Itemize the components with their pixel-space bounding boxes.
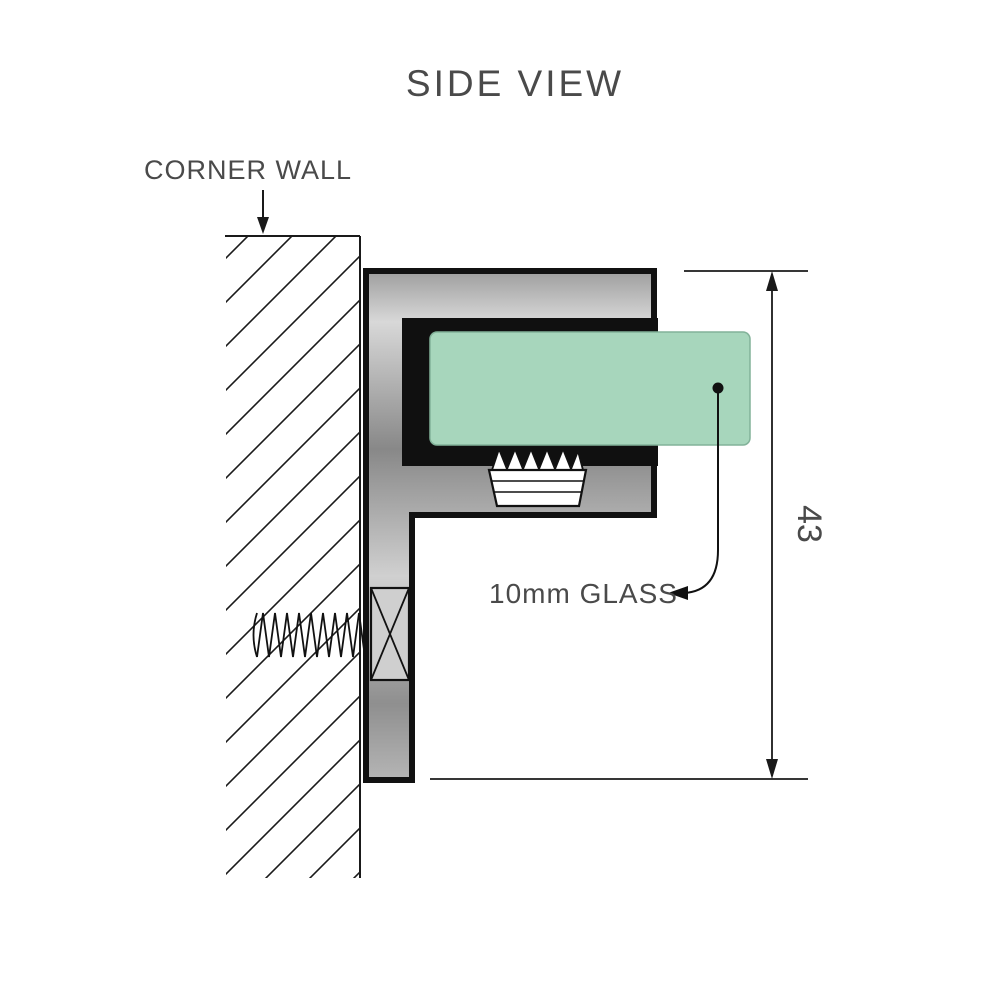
- screw-end-cap: [252, 612, 258, 658]
- corner-wall-arrowhead: [257, 217, 269, 234]
- glass-panel: [429, 331, 751, 446]
- dimension-arrowhead-bottom: [766, 759, 778, 779]
- corner-wall-callout: CORNER WALL: [144, 155, 352, 234]
- corner-wall-label: CORNER WALL: [144, 155, 352, 185]
- glass-callout-leader: [683, 388, 719, 594]
- dimension-value: 43: [790, 505, 828, 543]
- fixing-screw: [252, 586, 411, 682]
- grub-screw: [487, 448, 588, 508]
- grub-screw-body: [487, 468, 588, 508]
- corner-wall: [225, 235, 361, 878]
- screw-thread-zigzag: [256, 612, 366, 658]
- grub-screw-threads: [491, 448, 584, 471]
- page-title: SIDE VIEW: [406, 63, 624, 104]
- wall-hatching: [226, 237, 359, 878]
- glass-callout: 10mm GLASS: [489, 382, 724, 609]
- glass-callout-arrowhead: [668, 586, 688, 600]
- screw-head-cross-2: [370, 587, 410, 681]
- dimension-arrowhead-top: [766, 271, 778, 291]
- dimension-overall-height: 43: [430, 270, 828, 780]
- glass-label: 10mm GLASS: [489, 578, 678, 609]
